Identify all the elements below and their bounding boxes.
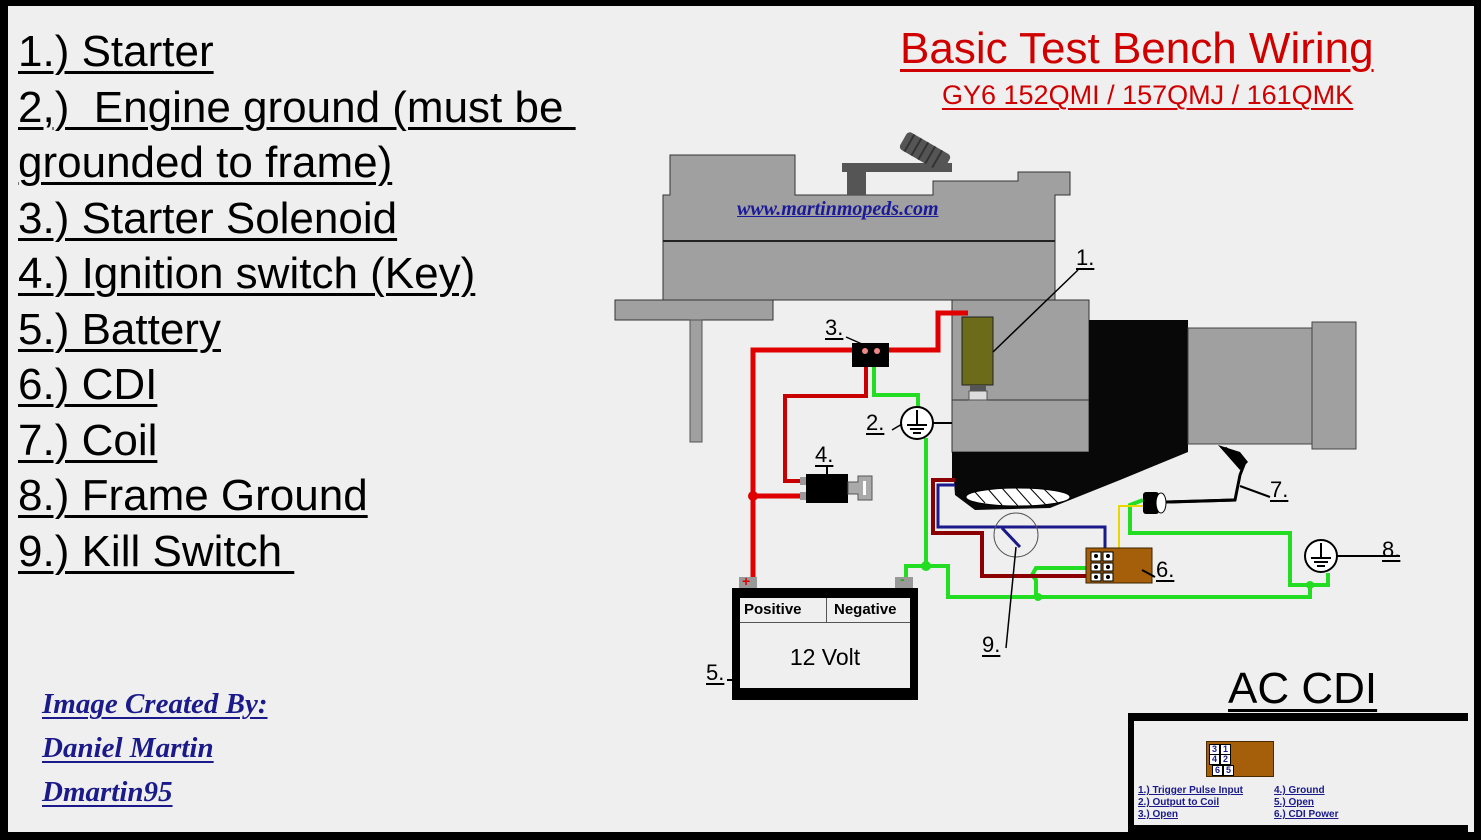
pin-note: 2.) Output to Coil: [1138, 797, 1220, 808]
battery-negative-terminal: [895, 577, 913, 588]
kill-switch-icon: [993, 512, 1039, 558]
pin-note: 1.) Trigger Pulse Input: [1138, 785, 1244, 796]
callout-engine-ground: 2.: [866, 410, 885, 435]
kickstart-lever-icon: [842, 132, 952, 195]
legend-item: 3.) Starter Solenoid: [18, 193, 398, 243]
legend-item: 4.) Ignition switch (Key): [18, 249, 476, 298]
diagram-title: Basic Test Bench Wiring: [900, 24, 1374, 73]
legend-item: grounded to frame): [18, 138, 393, 187]
pin: 2: [1220, 754, 1231, 765]
engine-block: [951, 299, 1357, 510]
credits-line: Image Created By:: [42, 688, 268, 720]
cdi-pinout-inset: 3 1 4 2 6 5 1.) Trigger Pulse Input 2.) …: [1128, 713, 1468, 833]
component-legend: 1.) Starter 2,) Engine ground (must be g…: [18, 24, 576, 579]
solenoid-icon: [852, 343, 889, 367]
credits-line: Daniel Martin: [42, 732, 214, 764]
positive-symbol: +: [742, 573, 751, 589]
cdi-type-label: AC CDI: [1228, 664, 1378, 713]
callout-coil: 7.: [1270, 477, 1289, 502]
callout-starter: 1.: [1076, 245, 1095, 270]
credits-line: Dmartin95: [42, 776, 173, 808]
pin: 4: [1209, 754, 1220, 765]
legend-item: 6.) CDI: [18, 360, 158, 409]
battery-icon: Positive Negative 12 Volt: [732, 588, 918, 700]
website-link[interactable]: www.martinmopeds.com: [737, 198, 939, 220]
battery-negative-label: Negative: [834, 601, 897, 618]
callout-cdi: 6.: [1156, 557, 1175, 582]
coil-icon: [1143, 485, 1271, 514]
power-wires: [750, 310, 968, 582]
negative-symbol: -: [900, 571, 905, 587]
engine-case: [614, 154, 1071, 443]
frame-ground-icon: [1304, 539, 1400, 573]
cdi-connector-icon: 3 1 4 2 6 5: [1206, 741, 1274, 777]
diagram-subtitle: GY6 152QMI / 157QMJ / 161QMK: [942, 80, 1354, 110]
engine-ground-icon: [900, 406, 952, 440]
ignition-key-icon: [800, 465, 873, 503]
pin: 6: [1212, 765, 1223, 776]
legend-item: 2,) Engine ground (must be: [18, 82, 576, 132]
starter-icon: [961, 316, 994, 401]
battery-positive-terminal: [739, 577, 757, 588]
battery-voltage: 12 Volt: [789, 644, 861, 670]
pin-note: 4.) Ground: [1274, 785, 1325, 796]
legend-item: 1.) Starter: [18, 27, 214, 76]
credits: Image Created By: Daniel Martin Dmartin9…: [42, 682, 268, 814]
pin-note: 6.) CDI Power: [1274, 809, 1339, 820]
legend-item: 9.) Kill Switch: [18, 526, 295, 576]
callout-solenoid: 3.: [825, 315, 844, 340]
pin-note: 3.) Open: [1138, 809, 1179, 820]
callout-ignition-switch: 4.: [815, 442, 834, 467]
callout-battery: 5.: [706, 660, 725, 685]
legend-item: 5.) Battery: [18, 304, 221, 354]
pin: 5: [1223, 765, 1234, 776]
callout-kill-switch: 9.: [982, 632, 1001, 657]
legend-item: 7.) Coil: [18, 415, 158, 465]
legend-item: 8.) Frame Ground: [18, 471, 368, 520]
cdi-icon: [1085, 547, 1156, 584]
callout-frame-ground: 8.: [1382, 537, 1401, 562]
battery-positive-label: Positive: [744, 601, 802, 618]
pin-note: 5.) Open: [1274, 797, 1315, 808]
